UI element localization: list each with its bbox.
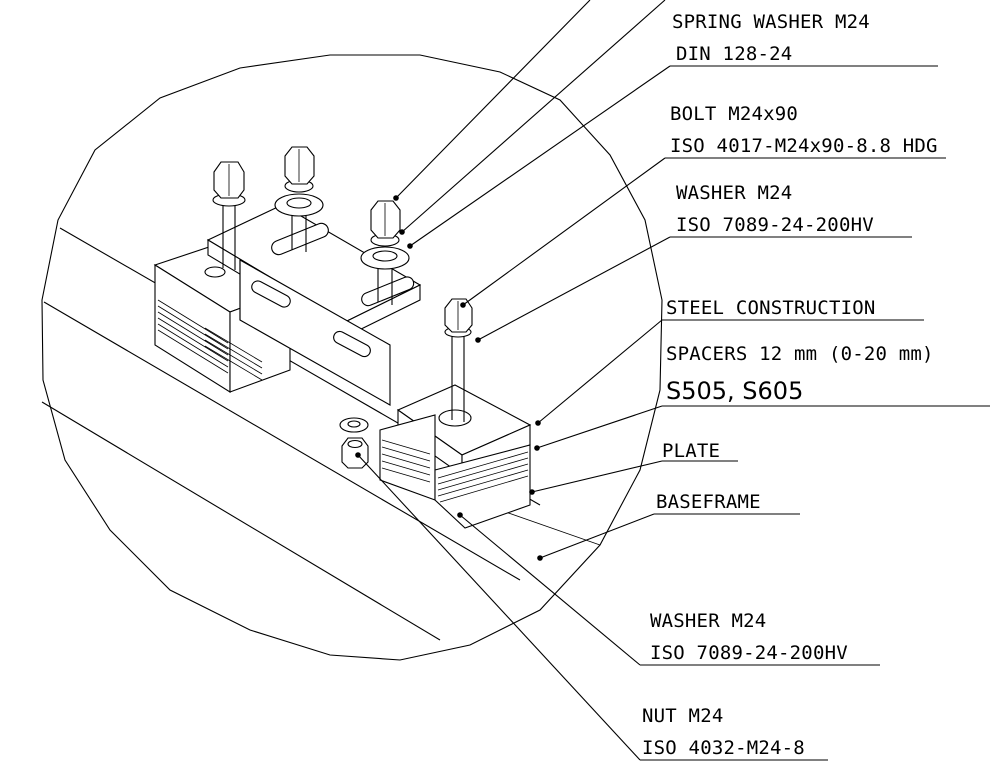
loose-nut (341, 437, 369, 469)
label-nut-spec: ISO 4032-M24-8 (642, 737, 805, 759)
bolt-middle (274, 146, 324, 252)
bolt-left (212, 161, 246, 270)
label-washer-top-spec: ISO 7089-24-200HV (676, 214, 874, 236)
label-spring-washer-name: SPRING WASHER M24 (672, 11, 870, 33)
label-washer-bottom-name: WASHER M24 (650, 610, 766, 632)
label-spring-washer-spec: DIN 128-24 (676, 43, 792, 65)
steel-construction (206, 204, 422, 406)
label-steel-construction: STEEL CONSTRUCTION (666, 297, 876, 319)
bolt-right-bottom (444, 298, 473, 422)
label-plate: PLATE (662, 440, 720, 462)
detail-circle (41, 54, 663, 661)
label-spacers: SPACERS 12 mm (0-20 mm) (666, 343, 934, 365)
label-nut-name: NUT M24 (642, 705, 723, 727)
label-washer-bottom-spec: ISO 7089-24-200HV (650, 642, 848, 664)
label-bolt-spec: ISO 4017-M24x90-8.8 HDG (670, 135, 938, 157)
leader-dots (355, 195, 543, 561)
loose-washer (339, 417, 369, 433)
bolt-right-top (360, 200, 410, 305)
label-washer-top-name: WASHER M24 (676, 182, 792, 204)
label-bolt-name: BOLT M24x90 (670, 103, 798, 125)
label-spacers-models: S505, S605 (666, 377, 803, 405)
right-support (379, 384, 532, 529)
label-baseframe: BASEFRAME (656, 491, 761, 513)
leader-lines (357, 0, 990, 761)
